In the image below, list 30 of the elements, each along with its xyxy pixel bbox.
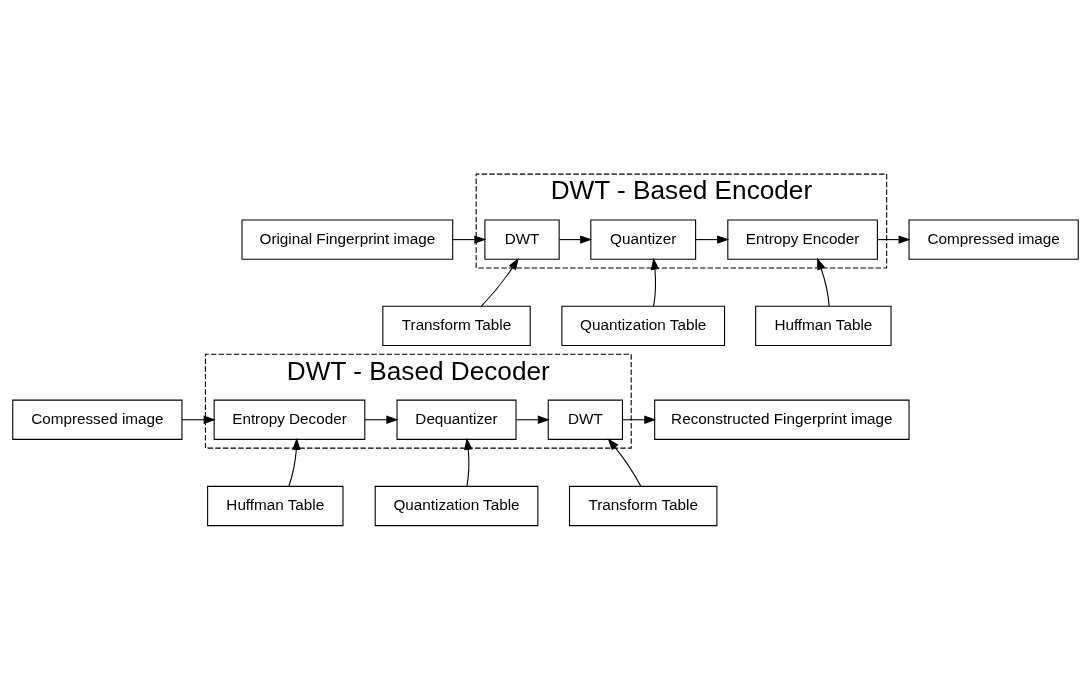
arrow (695, 235, 730, 244)
arrow (558, 235, 593, 244)
arrow (288, 437, 301, 487)
arrow (464, 437, 473, 487)
node-box: Entropy Decoder (213, 399, 366, 440)
node-box: Compressed image (908, 219, 1079, 260)
arrow (452, 235, 487, 244)
arrow (622, 415, 657, 424)
node-box: Reconstructed Fingerprint image (654, 399, 910, 440)
node-box: Compressed image (12, 399, 183, 440)
node-box: DWT (484, 219, 560, 260)
arrow (817, 257, 830, 307)
node-box: Transform Table (568, 485, 718, 527)
node-box: Entropy Encoder (727, 219, 878, 260)
node-box: Original Fingerprint image (241, 219, 454, 260)
arrow (515, 415, 550, 424)
node-box: Quantization Table (561, 305, 726, 347)
node-box: Dequantizer (396, 399, 517, 440)
arrow (877, 235, 911, 244)
node-box: DWT (547, 399, 623, 440)
node-box: Quantization Table (374, 485, 539, 527)
node-box: Transform Table (382, 305, 531, 347)
arrow (364, 415, 399, 424)
node-box: Quantizer (590, 219, 697, 260)
arrow (480, 257, 519, 307)
node-box: Huffman Table (755, 305, 892, 347)
node-box: Huffman Table (207, 485, 344, 527)
arrow (181, 415, 216, 424)
arrow (607, 438, 642, 487)
arrow (650, 257, 660, 307)
